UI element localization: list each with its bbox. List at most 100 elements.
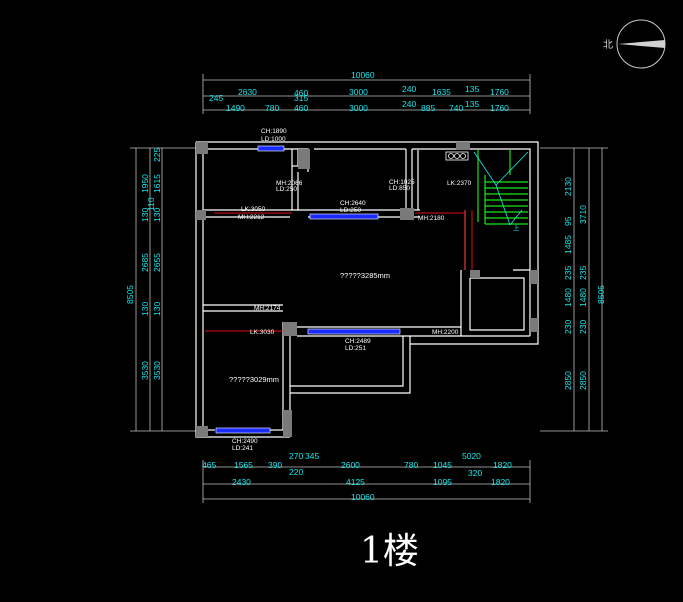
- label-ch-2489: CH:2489: [345, 338, 371, 345]
- label-ld-241: LD:241: [232, 445, 253, 452]
- svg-text:135: 135: [465, 99, 479, 109]
- label-ch-1890: CH:1890: [261, 128, 287, 135]
- room-label-main: ?????3285mm: [340, 271, 390, 280]
- svg-text:1820: 1820: [493, 460, 512, 470]
- svg-text:245: 245: [209, 93, 223, 103]
- svg-text:230: 230: [578, 320, 588, 334]
- svg-text:1565: 1565: [234, 460, 253, 470]
- svg-text:1615: 1615: [152, 174, 162, 193]
- svg-text:3530: 3530: [152, 361, 162, 380]
- label-mh-2066: MH:2066: [276, 180, 303, 187]
- svg-text:2850: 2850: [578, 371, 588, 390]
- svg-text:460: 460: [294, 103, 308, 113]
- svg-text:1820: 1820: [491, 477, 510, 487]
- svg-text:1485: 1485: [563, 235, 573, 254]
- label-ld-251: LD:251: [345, 345, 366, 352]
- svg-text:2130: 2130: [563, 177, 573, 196]
- bottom-dimension-lines: [202, 460, 531, 503]
- left-dimension-lines: [130, 147, 196, 432]
- north-compass-icon: 北: [603, 19, 666, 69]
- label-mh-2174: MH:2174: [254, 305, 281, 312]
- dim-left-total: 8505: [125, 285, 135, 304]
- svg-text:1045: 1045: [433, 460, 452, 470]
- svg-text:130: 130: [140, 302, 150, 316]
- label-ch-2490: CH:2490: [232, 438, 258, 445]
- svg-text:320: 320: [468, 468, 482, 478]
- dim-top-row2: 1490 780 460 3000 240 885 740 135 1760: [226, 99, 509, 113]
- svg-text:3530: 3530: [140, 361, 150, 380]
- svg-text:3710: 3710: [578, 205, 588, 224]
- svg-text:465: 465: [202, 460, 216, 470]
- svg-text:110: 110: [146, 197, 156, 211]
- svg-text:3000: 3000: [349, 87, 368, 97]
- svg-text:1760: 1760: [490, 87, 509, 97]
- top-dimension-lines: [202, 74, 531, 114]
- label-lk-3030: LK:3030: [250, 329, 275, 336]
- svg-text:225: 225: [152, 148, 162, 162]
- svg-text:1950: 1950: [140, 174, 150, 193]
- dim-bottom-total: 10060: [351, 492, 375, 502]
- svg-text:2685: 2685: [140, 253, 150, 272]
- label-mh-2180: MH:2180: [418, 215, 445, 222]
- svg-text:345: 345: [305, 451, 319, 461]
- svg-text:220: 220: [289, 467, 303, 477]
- svg-text:130: 130: [152, 208, 162, 222]
- svg-text:2630: 2630: [238, 87, 257, 97]
- staircase-icon: [477, 150, 528, 225]
- label-ld-1000: LD:1000: [261, 136, 286, 143]
- svg-text:740: 740: [449, 103, 463, 113]
- label-mh-2200: MH:2200: [432, 329, 459, 336]
- dim-top-total: 10060: [351, 70, 375, 80]
- floor-title: 1楼: [360, 531, 419, 572]
- svg-text:1480: 1480: [578, 288, 588, 307]
- label-lk-3050: LK:3050: [241, 206, 266, 213]
- room-label-side: ?????3029mm: [229, 375, 279, 384]
- svg-text:1490: 1490: [226, 103, 245, 113]
- columns: [196, 142, 538, 437]
- svg-text:2655: 2655: [152, 253, 162, 272]
- dim-right-inner: 2130 3710 95 1485 235 235 1480 1480 230 …: [563, 177, 588, 390]
- compass-label: 北: [603, 39, 613, 51]
- svg-text:885: 885: [421, 103, 435, 113]
- label-ch-1025: CH:1025: [389, 179, 415, 186]
- stair-direction-lines: [473, 151, 529, 226]
- svg-text:1760: 1760: [490, 103, 509, 113]
- sink-icon: [445, 151, 469, 161]
- svg-text:780: 780: [265, 103, 279, 113]
- svg-text:135: 135: [465, 84, 479, 94]
- svg-text:1095: 1095: [433, 477, 452, 487]
- label-ch-2640: CH:2640: [340, 200, 366, 207]
- svg-text:5020: 5020: [462, 451, 481, 461]
- label-ld-250-a: LD:250: [276, 186, 297, 193]
- windows: [215, 145, 401, 434]
- label-lk-2370: LK:2370: [447, 180, 472, 187]
- svg-text:390: 390: [268, 460, 282, 470]
- svg-text:2430: 2430: [232, 477, 251, 487]
- svg-text:2850: 2850: [563, 371, 573, 390]
- svg-text:130: 130: [140, 208, 150, 222]
- svg-text:1635: 1635: [432, 87, 451, 97]
- dim-top-row1: 245 2630 460 315 3000 240 1635 135 1760: [209, 84, 509, 103]
- dim-bottom-row1: 465 1565 390 270 220 345 2600 780 1045 5…: [202, 451, 512, 478]
- svg-text:460: 460: [294, 88, 308, 98]
- label-ld-250-b: LD:250: [340, 207, 361, 214]
- door-openings: [205, 210, 473, 332]
- svg-text:3000: 3000: [349, 103, 368, 113]
- svg-text:315: 315: [294, 93, 308, 103]
- stair-up-label: 上: [513, 223, 520, 232]
- svg-text:235: 235: [578, 266, 588, 280]
- svg-text:95: 95: [563, 216, 573, 226]
- svg-text:780: 780: [404, 460, 418, 470]
- walls: [195, 141, 539, 438]
- right-dimension-lines: [540, 147, 608, 432]
- svg-text:4125: 4125: [346, 477, 365, 487]
- svg-text:270: 270: [289, 451, 303, 461]
- label-mh-2212: MH:2212: [238, 214, 265, 221]
- dim-bottom-row2: 2430 4125 1095 1820: [232, 477, 510, 487]
- svg-text:130: 130: [152, 302, 162, 316]
- svg-text:240: 240: [402, 84, 416, 94]
- svg-text:2600: 2600: [341, 460, 360, 470]
- svg-text:240: 240: [402, 99, 416, 109]
- dim-right-total: 8505: [596, 285, 606, 304]
